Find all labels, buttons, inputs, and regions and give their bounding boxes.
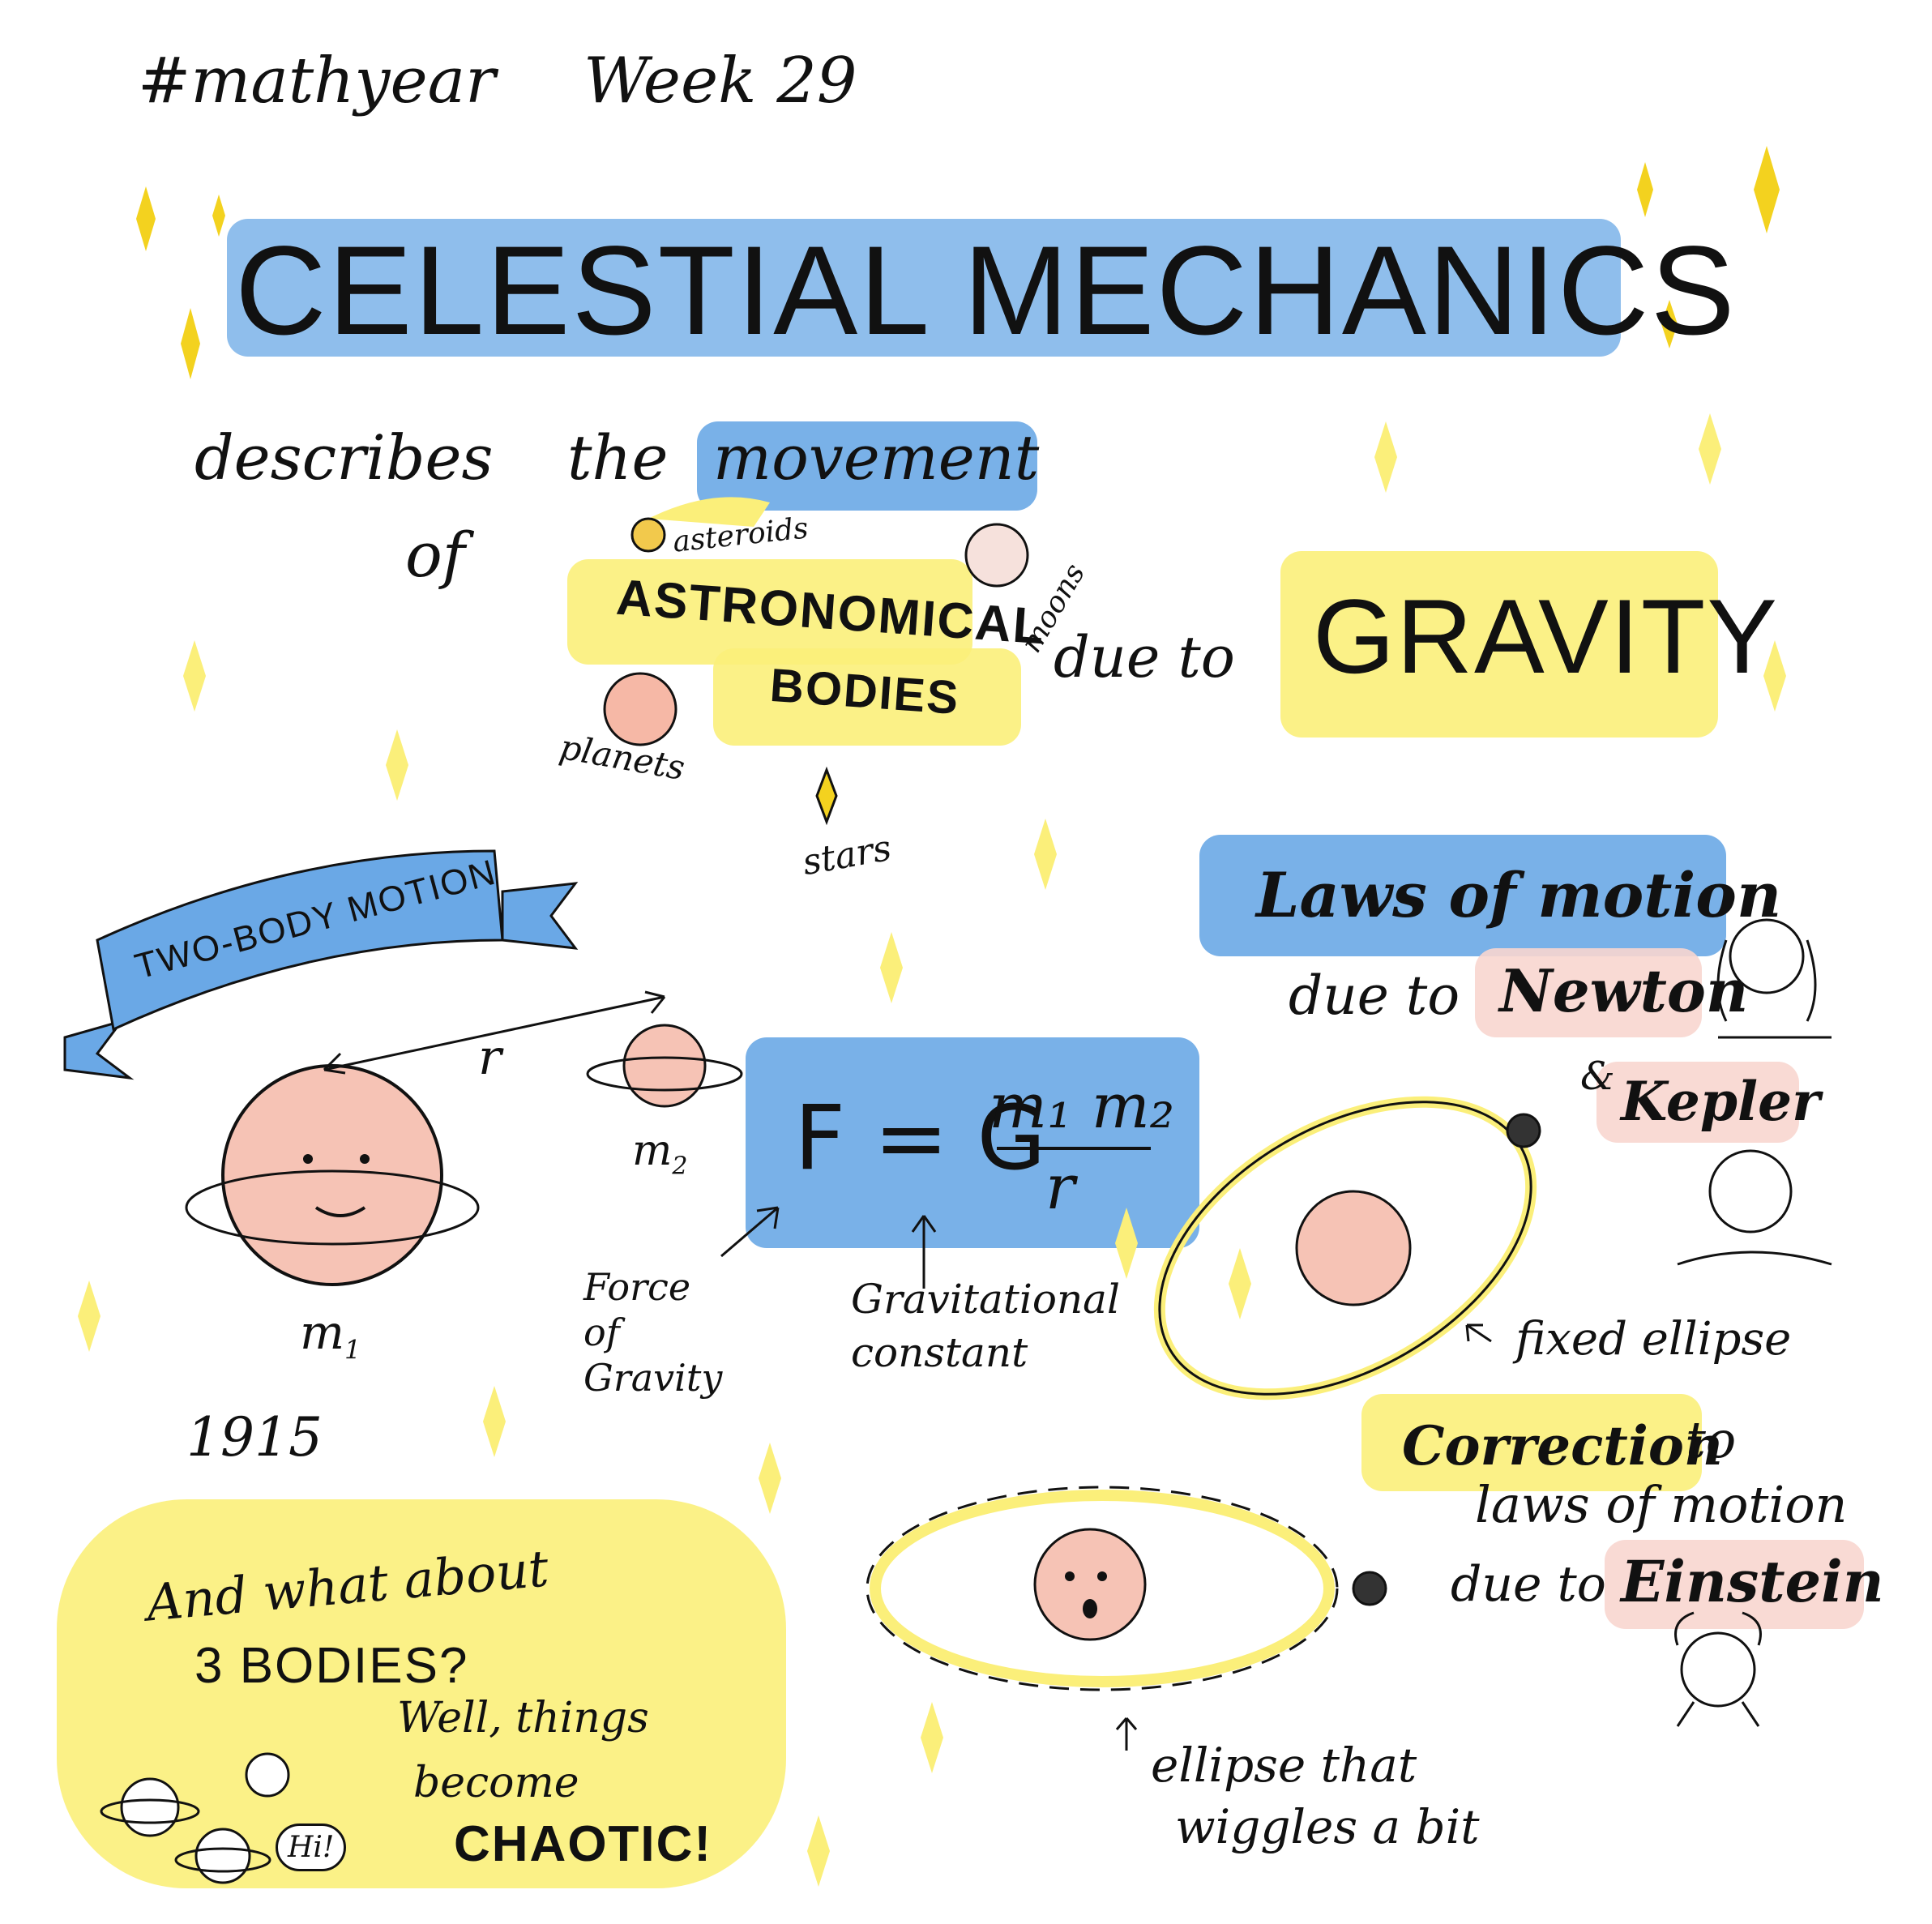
well-things-label: Well, things [397,1694,649,1742]
correction-due-to: due to [1451,1556,1606,1613]
fixed-ellipse-orbit [1153,1096,1541,1400]
wiggle-arrow [1115,1717,1138,1751]
g-arrow [911,1215,937,1289]
intro-of: of [405,519,465,591]
become-label: become [413,1759,579,1807]
distance-arrow [323,990,666,1075]
fixed-ellipse-arrow [1465,1323,1492,1343]
einstein-highlight [1605,1540,1864,1629]
three-bodies-cloud [57,1499,786,1888]
correction-title: Correction [1402,1414,1723,1477]
laws-highlight [1199,835,1726,956]
planet-m2-icon [586,1024,743,1108]
bodies-highlight-2 [713,648,1021,746]
mathyear-tag: #mathyear [138,45,496,118]
three-bodies-planets [100,1752,290,1884]
force-arrow [720,1206,780,1258]
formula-lhs: F = G [794,1086,1046,1190]
fixed-ellipse-label: fixed ellipse [1515,1313,1792,1366]
ampersand-label: & [1580,1054,1615,1099]
title-highlight [227,219,1621,357]
newton-label: Newton [1499,956,1749,1025]
correction-laws-line: laws of motion [1475,1475,1848,1534]
wiggly-ellipse-orbit [866,1486,1387,1691]
m1-label: m1 [300,1305,361,1366]
formula-numerator: m₁ m₂ [989,1070,1175,1142]
formula-fraction-bar [997,1147,1151,1150]
star-icon [815,766,838,826]
gravity-label: GRAVITY [1313,577,1780,695]
distance-r-label: r [478,1029,502,1086]
page-title: CELESTIAL MECHANICS [235,220,1737,361]
newton-highlight [1475,948,1702,1037]
three-bodies-label: 3 BODIES? [194,1638,469,1694]
planet-m1-icon [185,1064,480,1286]
intro-the: the [567,421,669,494]
bodies-highlight-1 [567,559,972,665]
intro-movement: movement [713,421,1040,494]
correction-to: to [1686,1410,1737,1469]
asteroid-icon [630,497,770,553]
intro-describes: describes [194,421,494,494]
laws-title: Laws of motion [1256,859,1782,931]
two-body-banner [63,849,579,1080]
kepler-label: Kepler [1621,1070,1820,1133]
einstein-label: Einstein [1621,1548,1884,1615]
week-label: Week 29 [583,45,857,118]
formula-highlight [746,1037,1199,1248]
chaotic-label: CHAOTIC! [454,1816,713,1872]
movement-highlight [697,421,1037,511]
correction-highlight [1361,1394,1702,1491]
gravity-highlight [1280,551,1718,738]
formula-denominator: r [1045,1151,1075,1223]
einstein-portrait-icon [1674,1611,1762,1727]
laws-due-to: due to [1289,964,1460,1027]
year-label: 1915 [186,1406,323,1469]
newton-portrait-icon [1716,918,1832,1039]
intro-due-to: due to [1054,624,1235,691]
hi-speech-bubble: Hi! [276,1824,347,1871]
kepler-highlight [1596,1062,1799,1143]
planet-icon [603,672,677,746]
sparkle-icons [78,146,1786,1887]
kepler-portrait-icon [1677,1149,1832,1266]
m2-label: m2 [632,1127,688,1181]
moon-icon [964,523,1029,588]
